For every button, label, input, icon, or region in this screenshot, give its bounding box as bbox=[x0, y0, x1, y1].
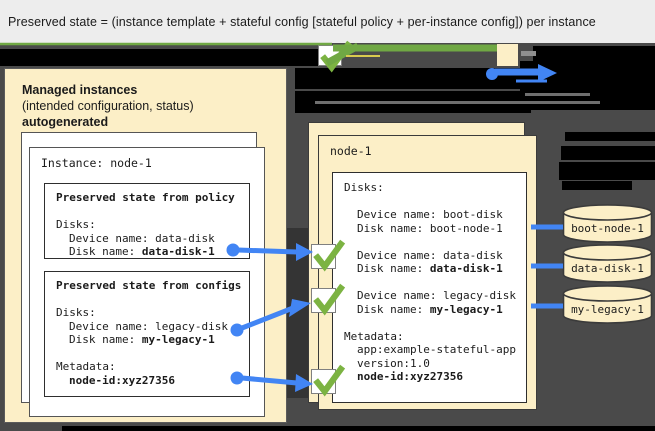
diagram-title: Preserved state = (instance template + s… bbox=[8, 14, 596, 29]
checkmark-icon bbox=[320, 40, 353, 73]
redaction-line bbox=[525, 93, 590, 96]
redaction-bar bbox=[295, 68, 541, 89]
template-swatch bbox=[497, 44, 518, 66]
checkbox-legacy-disk bbox=[311, 283, 346, 316]
device-name-line: Device name: data-disk bbox=[69, 231, 215, 245]
device-name-line: Device name: data-disk bbox=[357, 248, 503, 262]
disk-label: boot-node-1 bbox=[571, 222, 644, 235]
disks-label: Disks: bbox=[56, 306, 96, 319]
disk-label: my-legacy-1 bbox=[571, 303, 644, 316]
disk-name-value: my-legacy-1 bbox=[141, 333, 215, 346]
redaction-line bbox=[315, 101, 600, 104]
redaction-bar bbox=[533, 46, 655, 62]
disk-name-line: Disk name: data-disk-1 bbox=[69, 245, 215, 258]
redaction-bar bbox=[559, 162, 655, 180]
heading-line: Managed instances bbox=[22, 83, 138, 97]
disk-cylinder-boot: boot-node-1 bbox=[562, 204, 653, 243]
disk-name-value: my-legacy-1 bbox=[429, 302, 503, 316]
title-bar: Preserved state = (instance template + s… bbox=[0, 0, 655, 43]
shaded-band bbox=[287, 228, 308, 398]
disk-label: data-disk-1 bbox=[571, 262, 644, 275]
disk-cylinder-legacy: my-legacy-1 bbox=[562, 285, 653, 324]
metadata-app-line: app:example-stateful-app bbox=[357, 343, 516, 356]
preserved-state-policy-box: Preserved state from policy Disks: Devic… bbox=[44, 183, 250, 259]
disk-name-value: boot-node-1 bbox=[429, 221, 503, 235]
redaction-bar bbox=[562, 181, 632, 190]
disks-label: Disks: bbox=[344, 181, 384, 194]
disk-name-line: Disk name: boot-node-1 bbox=[357, 221, 503, 235]
metadata-value: node-id:xyz27356 bbox=[69, 373, 175, 387]
disks-label: Disks: bbox=[56, 218, 96, 231]
device-name-line: Device name: legacy-disk bbox=[69, 319, 228, 333]
disk-name-value: data-disk-1 bbox=[429, 262, 503, 275]
checkbox-template bbox=[318, 40, 353, 73]
metadata-node-id-line: node-id:xyz27356 bbox=[357, 370, 463, 383]
redaction-bar bbox=[561, 146, 655, 160]
heading-line: autogenerated bbox=[22, 115, 109, 129]
metadata-label: Metadata: bbox=[56, 360, 116, 373]
vm-name-label: node-1 bbox=[330, 144, 372, 158]
checkbox-node-id bbox=[311, 364, 346, 397]
redaction-bar bbox=[62, 426, 655, 431]
device-name-line: Device name: boot-disk bbox=[357, 208, 503, 221]
vm-state-box: Disks: Device name: boot-disk Disk name:… bbox=[332, 172, 527, 403]
disk-cylinder-data: data-disk-1 bbox=[562, 244, 653, 283]
redaction-bar bbox=[0, 49, 318, 66]
managed-instances-heading: Managed instances (intended configuratio… bbox=[22, 82, 272, 130]
disk-name-line: Disk name: my-legacy-1 bbox=[357, 302, 503, 316]
box-title: Preserved state from configs bbox=[56, 279, 242, 292]
checkmark-icon bbox=[313, 364, 346, 397]
redaction-dash bbox=[521, 51, 536, 56]
instance-label: Instance: node-1 bbox=[41, 156, 152, 170]
metadata-label: Metadata: bbox=[344, 329, 404, 343]
heading-line: (intended configuration, status) bbox=[22, 99, 194, 113]
disk-name-value: data-disk-1 bbox=[141, 245, 215, 258]
device-name-line: Device name: legacy-disk bbox=[357, 289, 516, 302]
metadata-version-line: version:1.0 bbox=[357, 356, 430, 370]
checkbox-data-disk bbox=[311, 239, 346, 272]
disk-name-line: Disk name: my-legacy-1 bbox=[69, 333, 215, 346]
disk-name-line: Disk name: data-disk-1 bbox=[357, 262, 503, 275]
redaction-bar bbox=[565, 132, 655, 141]
box-title: Preserved state from policy bbox=[56, 191, 235, 204]
preserved-state-configs-box: Preserved state from configs Disks: Devi… bbox=[44, 271, 250, 397]
checkmark-icon bbox=[313, 283, 346, 316]
checkmark-icon bbox=[313, 239, 346, 272]
